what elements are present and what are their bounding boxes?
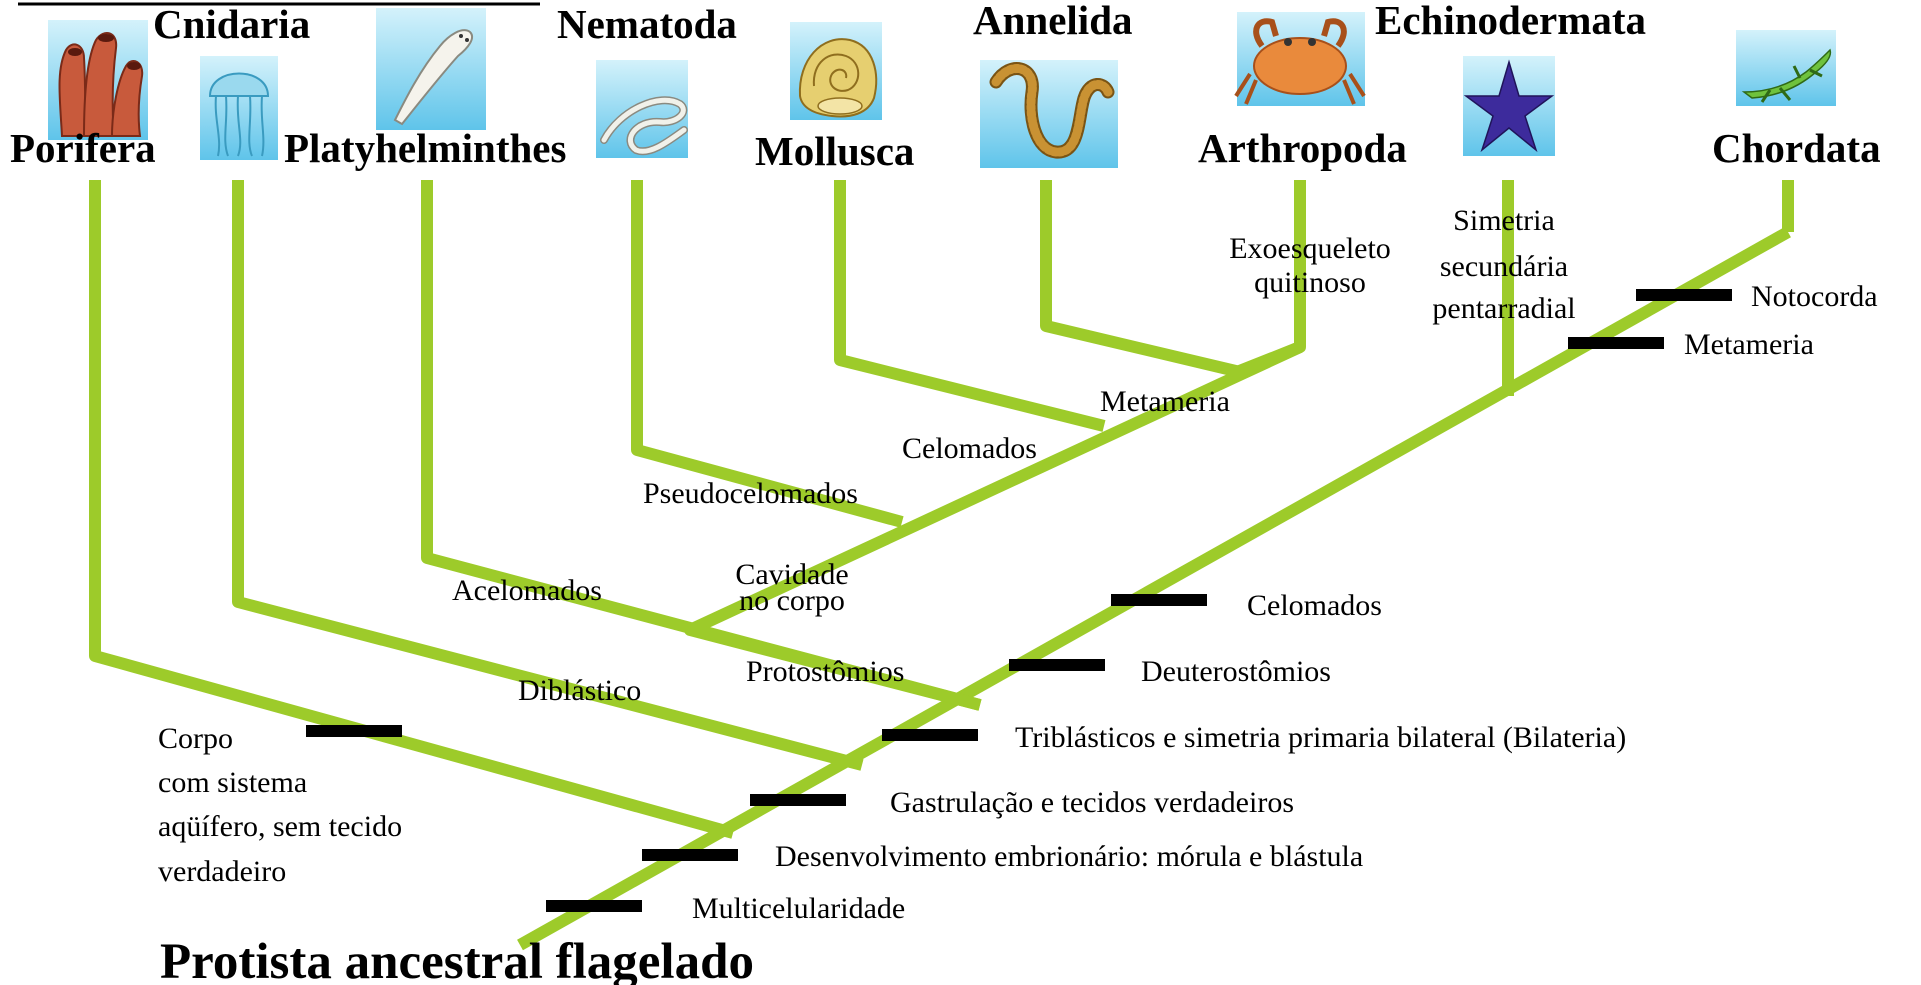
branch-platyhelminthes bbox=[421, 180, 982, 711]
phylum-labels: Cnidaria Nematoda Annelida Echinodermata… bbox=[10, 0, 1881, 174]
starfish-icon bbox=[1463, 56, 1555, 156]
label-arthropoda: Arthropoda bbox=[1198, 125, 1407, 171]
branch-porifera bbox=[89, 180, 735, 839]
label-simetria-line2: secundária bbox=[1440, 250, 1568, 283]
label-corpo-line4: verdadeiro bbox=[158, 855, 286, 888]
sponge-icon bbox=[48, 20, 148, 140]
label-simetria-line3: pentarradial bbox=[1432, 292, 1575, 325]
label-echinodermata: Echinodermata bbox=[1375, 0, 1646, 43]
label-corpo-line3: aqüífero, sem tecido bbox=[158, 810, 402, 843]
label-corpo-line1: Corpo bbox=[158, 722, 233, 755]
label-diblastico: Diblástico bbox=[518, 674, 641, 707]
label-porifera: Porifera bbox=[10, 125, 156, 171]
label-protostomios: Protostômios bbox=[746, 655, 904, 688]
label-celomados-protostomia: Celomados bbox=[902, 432, 1037, 465]
snail-shell-icon bbox=[790, 22, 882, 120]
label-mollusca: Mollusca bbox=[755, 128, 914, 174]
label-metameria: Metameria bbox=[1100, 385, 1230, 418]
label-gastrulacao: Gastrulação e tecidos verdadeiros bbox=[890, 786, 1294, 819]
label-deuterostomios: Deuterostômios bbox=[1141, 655, 1331, 688]
label-simetria-line1: Simetria bbox=[1453, 204, 1555, 237]
label-cavidade-line2: no corpo bbox=[739, 584, 845, 617]
label-exoesqueleto-line2: quitinoso bbox=[1254, 266, 1366, 299]
label-celomados-deuterostomia: Celomados bbox=[1247, 589, 1382, 622]
branch-nematoda bbox=[631, 180, 904, 528]
label-nematoda: Nematoda bbox=[557, 1, 737, 47]
label-chordata: Chordata bbox=[1712, 125, 1881, 171]
label-exoesqueleto-line1: Exoesqueleto bbox=[1229, 232, 1391, 265]
root-label: Protista ancestral flagelado bbox=[160, 934, 754, 985]
branch-mollusca bbox=[834, 180, 1106, 432]
label-multicelularidade: Multicelularidade bbox=[692, 892, 905, 925]
label-corpo-line2: com sistema bbox=[158, 766, 307, 799]
flatworm-icon bbox=[376, 8, 486, 130]
crab-icon bbox=[1234, 12, 1366, 106]
lizard-icon bbox=[1736, 30, 1836, 106]
branch-cnidaria bbox=[232, 180, 864, 771]
label-metameria-chordata: Metameria bbox=[1684, 328, 1814, 361]
label-platyhelminthes: Platyhelminthes bbox=[284, 125, 566, 171]
label-triblasticos: Triblásticos e simetria primaria bilater… bbox=[1015, 721, 1626, 754]
segmented-worm-icon bbox=[980, 60, 1118, 168]
trunk-main bbox=[517, 226, 1791, 951]
roundworm-icon bbox=[596, 60, 688, 158]
label-acelomados: Acelomados bbox=[452, 574, 602, 607]
branch-annelida bbox=[1040, 180, 1242, 378]
label-pseudocelomados: Pseudocelomados bbox=[643, 477, 858, 510]
jellyfish-icon bbox=[200, 56, 278, 160]
label-cnidaria: Cnidaria bbox=[153, 1, 310, 47]
label-cavidade-line1: Cavidade bbox=[735, 558, 848, 591]
tree-branches bbox=[89, 180, 1794, 951]
branch-arthropoda bbox=[1234, 180, 1306, 378]
label-desenvolvimento: Desenvolvimento embrionário: mórula e bl… bbox=[775, 840, 1363, 873]
character-labels: Exoesqueleto quitinoso Simetria secundár… bbox=[158, 204, 1878, 925]
synapomorphy-ticks bbox=[306, 289, 1732, 912]
label-notocorda: Notocorda bbox=[1751, 280, 1878, 313]
label-annelida: Annelida bbox=[973, 0, 1133, 43]
